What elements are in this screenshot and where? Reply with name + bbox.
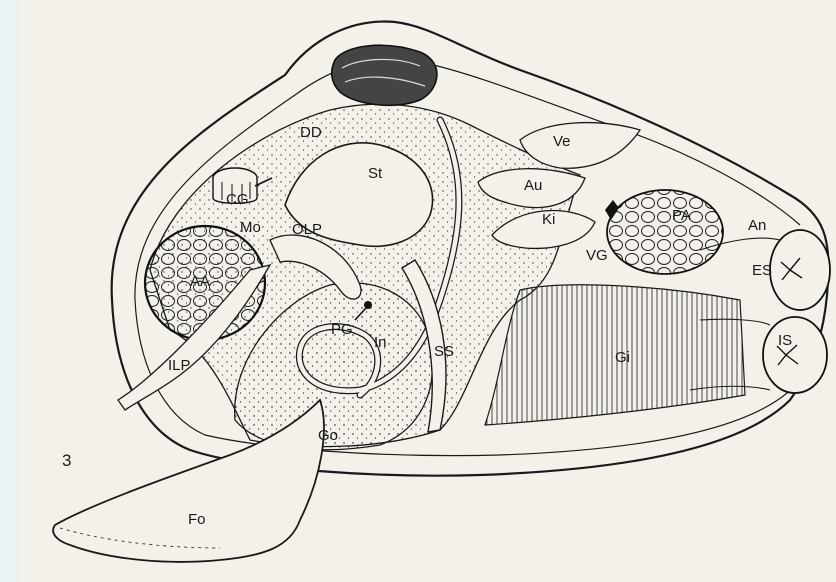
- label-es: ES: [752, 263, 772, 278]
- label-gi: Gi: [615, 350, 630, 365]
- inhalant-siphon: [763, 317, 827, 393]
- label-an: An: [748, 218, 766, 233]
- label-go: Go: [318, 428, 338, 443]
- label-is: IS: [778, 333, 792, 348]
- label-cg: CG: [226, 192, 249, 207]
- label-ss: SS: [434, 344, 454, 359]
- posterior-adductor: [607, 190, 723, 274]
- exhalant-siphon: [770, 230, 830, 310]
- label-mo: Mo: [240, 220, 261, 235]
- label-in: In: [374, 335, 387, 350]
- label-pg: PG: [331, 322, 353, 337]
- label-vg: VG: [586, 248, 608, 263]
- label-au: Au: [524, 178, 542, 193]
- label-ilp: ILP: [168, 358, 191, 373]
- label-ki: Ki: [542, 212, 555, 227]
- label-olp: OLP: [292, 222, 322, 237]
- label-ve: Ve: [553, 134, 571, 149]
- label-st: St: [368, 166, 382, 181]
- label-aa: AA: [190, 274, 210, 289]
- hinge-ligament: [332, 45, 437, 105]
- label-dd: DD: [300, 125, 322, 140]
- label-fo: Fo: [188, 512, 206, 527]
- label-pa: PA: [672, 208, 691, 223]
- figure-number: 3: [62, 452, 71, 469]
